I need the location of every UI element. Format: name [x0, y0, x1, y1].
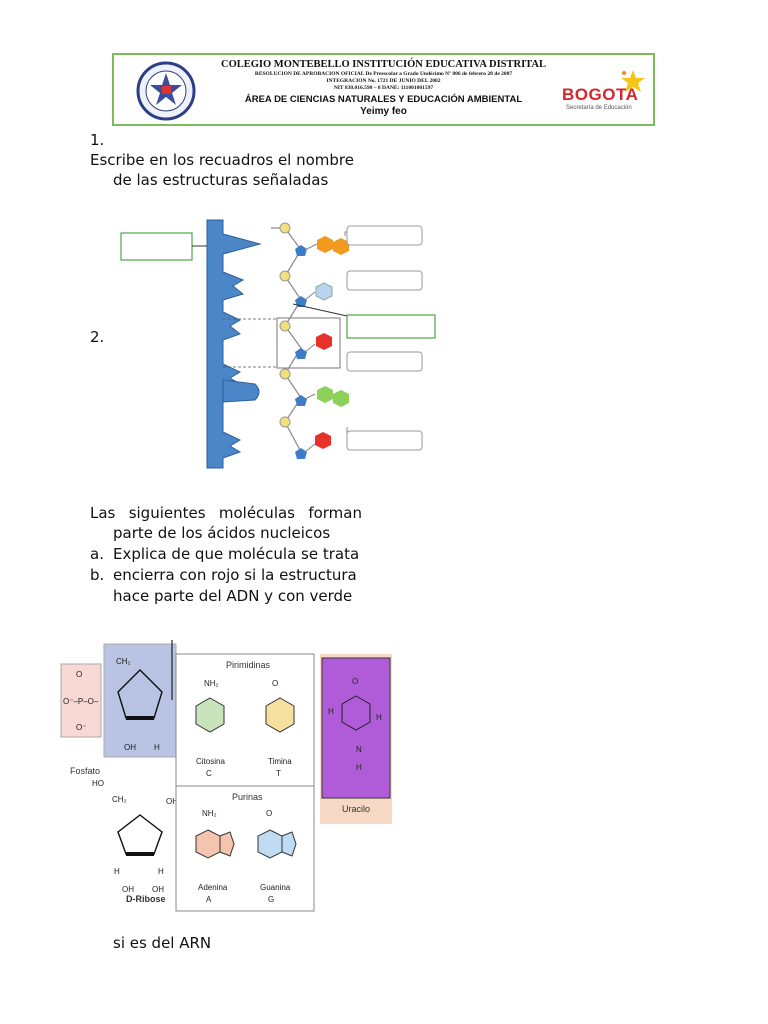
question2-number: 2. — [90, 328, 105, 346]
ribose-label: D-Ribose — [126, 894, 166, 904]
section3-line2: parte de los ácidos nucleicos — [113, 524, 331, 542]
svg-text:CH₂: CH₂ — [112, 795, 127, 804]
item-b-text: encierra con rojo si la estructura — [113, 566, 357, 584]
svg-text:O⁻: O⁻ — [76, 723, 86, 732]
nucleic-acid-diagram — [120, 219, 436, 469]
school-header: COLEGIO MONTEBELLO INSTITUCIÓN EDUCATIVA… — [112, 53, 655, 126]
svg-text:H: H — [356, 763, 362, 772]
svg-text:OH: OH — [166, 797, 178, 806]
adenina-letter: A — [206, 895, 212, 904]
sugar-block — [103, 643, 177, 758]
answer-box-backbone[interactable] — [120, 232, 193, 261]
svg-text:O: O — [76, 670, 82, 679]
star-icon — [621, 70, 645, 92]
adenina-label: Adenina — [198, 883, 228, 892]
svg-text:O: O — [352, 677, 358, 686]
svg-text:NH₂: NH₂ — [204, 679, 219, 688]
resolution-text: RESOLUCION DE APROBACION OFICIAL De Pree… — [254, 71, 513, 77]
svg-text:O: O — [272, 679, 278, 688]
ids-text: NIT 830.016.590 – 8 DANE: 111001001597 — [333, 85, 434, 91]
guanina-letter: G — [268, 895, 274, 904]
pirimidinas-label: Pirimidinas — [226, 660, 271, 670]
svg-text:H: H — [158, 867, 164, 876]
purinas-label: Purinas — [232, 792, 263, 802]
school-name: COLEGIO MONTEBELLO INSTITUCIÓN EDUCATIVA… — [221, 59, 546, 70]
uracil-block — [321, 657, 391, 799]
timina-label: Timina — [268, 757, 292, 766]
area-title: ÁREA DE CIENCIAS NATURALES Y EDUCACIÓN A… — [244, 94, 523, 105]
svg-text:OH: OH — [152, 885, 164, 894]
bogota-wordmark: BOGOTA — [562, 85, 639, 104]
svg-text:NH₂: NH₂ — [202, 809, 217, 818]
answer-box-5[interactable] — [346, 430, 423, 451]
fosfato-label: Fosfato — [70, 766, 100, 776]
bogota-logo: BOGOTA Secretaría de Educación — [562, 70, 652, 111]
svg-text:O⁻–P–O–: O⁻–P–O– — [63, 697, 99, 706]
school-crest-icon — [136, 61, 196, 121]
svg-text:H: H — [114, 867, 120, 876]
item-a-text: Explica de que molécula se trata — [113, 545, 360, 563]
svg-text:H: H — [154, 743, 160, 752]
svg-text:N: N — [356, 745, 362, 754]
question1-line2: de las estructuras señaladas — [113, 171, 329, 189]
answer-box-3[interactable] — [346, 314, 436, 339]
svg-text:H: H — [328, 707, 334, 716]
citosina-letter: C — [206, 769, 212, 778]
timina-letter: T — [276, 769, 281, 778]
svg-text:HO: HO — [92, 779, 104, 788]
item-a-marker: a. — [90, 545, 104, 563]
svg-text:OH: OH — [124, 743, 136, 752]
integration-text: INTEGRACION No. 1721 DE JUNIO DEL 2002 — [326, 78, 441, 84]
teacher-name: Yeimy feo — [360, 106, 407, 117]
item-b-line2: hace parte del ADN y con verde — [113, 587, 353, 605]
question1-number: 1. — [90, 131, 105, 149]
answer-box-2[interactable] — [346, 270, 423, 291]
answer-box-1[interactable] — [346, 225, 423, 246]
question1-line1: Escribe en los recuadros el nombre — [90, 151, 355, 169]
backbone-shape — [206, 219, 262, 469]
svg-text:H: H — [376, 713, 382, 722]
citosina-label: Citosina — [196, 757, 225, 766]
svg-text:OH: OH — [122, 885, 134, 894]
uracilo-label: Uracilo — [342, 804, 370, 814]
guanina-label: Guanina — [260, 883, 291, 892]
bases-box — [175, 653, 315, 912]
molecules-figure: O O⁻–P–O– O⁻ Fosfato CH₂ OH H HO CH₂ OH … — [60, 640, 392, 912]
phosphate-block — [60, 663, 102, 738]
secretaria-text: Secretaría de Educación — [566, 105, 632, 111]
svg-text:O: O — [266, 809, 272, 818]
section3-line1: Las siguientes moléculas forman — [90, 504, 362, 522]
item-b-marker: b. — [90, 566, 105, 584]
svg-text:CH₂: CH₂ — [116, 657, 131, 666]
answer-box-4[interactable] — [346, 351, 423, 372]
closing-line: si es del ARN — [113, 934, 212, 952]
